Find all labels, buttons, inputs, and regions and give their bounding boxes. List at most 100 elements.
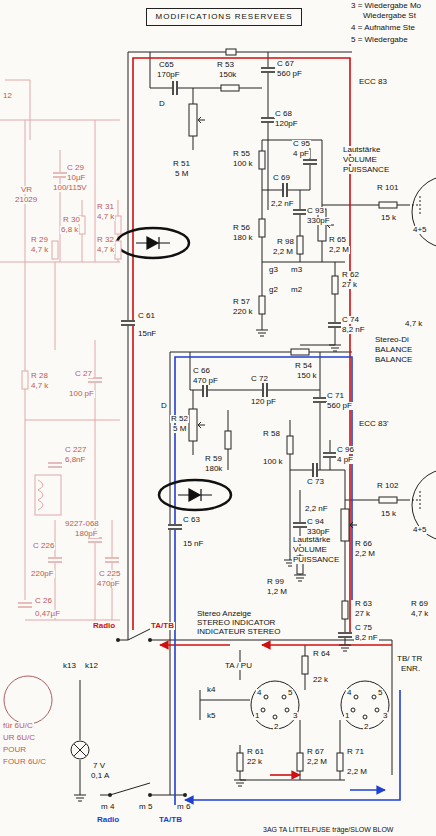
schematic-label: g2 [268, 286, 279, 294]
schematic-label: C 67 [276, 60, 295, 68]
schematic-label: 6,8 k [60, 226, 79, 234]
schematic-label: D [160, 402, 168, 410]
schematic-label: C 29 [66, 164, 85, 172]
schematic-label: C 71 [326, 392, 345, 400]
schematic-label: 4 [346, 689, 352, 697]
schematic-label: 1,2 M [266, 588, 288, 596]
schematic-label: 330pF [306, 217, 331, 225]
ground-symbol [339, 645, 351, 651]
signal-arrow [270, 774, 300, 776]
ground-symbol [256, 330, 268, 336]
schematic-label: TA/TB [158, 816, 183, 824]
schematic-label: m 6 [176, 803, 191, 811]
schematic-label: ENR. [400, 665, 421, 673]
schematic-label: 2,2 M [346, 768, 368, 776]
capacitor-symbol [168, 524, 182, 530]
resistor-symbol [237, 753, 243, 771]
schematic-label: C 74 [341, 316, 360, 324]
schematic-label: 5 [287, 689, 293, 697]
schematic-label: 4+5 [412, 526, 428, 534]
schematic-label: PUISSANCE [342, 166, 390, 174]
schematic-label: R 58 [262, 430, 281, 438]
schematic-label: 8,2 nF [354, 634, 379, 642]
capacitor-symbol [105, 557, 119, 563]
schematic-label: C 69 [272, 174, 291, 182]
wire [80, 52, 410, 795]
resistor-symbol [52, 241, 58, 259]
schematic-label: 15 k [380, 214, 397, 222]
schematic-label: k4 [206, 686, 216, 694]
schematic-label: m 5 [138, 803, 153, 811]
signal-arrow [350, 789, 385, 791]
schematic-label: TA/TB [150, 622, 175, 630]
schematic-label: ECC 83' [358, 420, 390, 428]
schematic-label: 2 [363, 723, 369, 731]
resistor-symbol [297, 753, 303, 771]
resistor-symbol [297, 236, 303, 254]
schematic-label: POUR [2, 746, 27, 754]
schematic-label: m3 [290, 266, 303, 274]
schematic-label: C 72 [250, 375, 269, 383]
title-box: MODIFICATIONS RESERVEES [146, 8, 302, 26]
schematic-label: 5 M [172, 425, 187, 433]
socket-pin [285, 708, 289, 712]
resistor-symbol [291, 349, 309, 355]
schematic-label: k12 [84, 662, 99, 670]
potentiometer-symbol [189, 104, 205, 136]
schematic-label: 2,2 M [328, 246, 350, 254]
schematic-label: 6,8nF [64, 456, 86, 464]
schematic-label: 3 = Wiedergabe Mo [350, 2, 422, 10]
schematic-label: C 73 [306, 478, 325, 486]
schematic-label: R 66 [354, 540, 373, 548]
capacitor-symbol [293, 209, 307, 215]
schematic-label: Stereo-Di [374, 336, 410, 344]
capacitor-symbol [53, 172, 67, 178]
ground-symbol [74, 795, 86, 801]
resistor-symbol [287, 436, 293, 454]
socket-pin [372, 695, 376, 699]
schematic-label: R 51 [172, 160, 191, 168]
schematic-label: für 6U/C [2, 722, 34, 730]
potentiometer-symbol [189, 409, 205, 441]
schematic-label: 4,7 k [96, 246, 115, 254]
schematic-label: R 53 [216, 61, 235, 69]
capacitor-symbol [323, 452, 337, 458]
schematic-label: TA / PU [224, 662, 253, 670]
schematic-label: 4+5 [412, 226, 428, 234]
schematic-label: R 98 [276, 238, 295, 246]
capacitor-symbol [312, 463, 318, 477]
schematic-label: C 93 [306, 207, 325, 215]
switch-contact [183, 793, 187, 797]
schematic-label: 4,7 k [30, 382, 49, 390]
capacitor-symbol [338, 632, 352, 638]
schematic-label: 2,2 M [272, 248, 294, 256]
resistor-symbol [342, 601, 348, 619]
schematic-label: k5 [206, 712, 216, 720]
schematic-label: Stereo Anzeige [196, 610, 252, 618]
ground-symbol [234, 780, 246, 786]
socket-pin [363, 715, 367, 719]
resistor-symbol [221, 85, 239, 91]
socket-pin [351, 708, 355, 712]
schematic-label: 150 k [296, 372, 318, 380]
signal-arrow [185, 690, 400, 800]
schematic-label: 7 V [92, 762, 106, 770]
schematic-label: 2,2 M [354, 550, 376, 558]
diode-symbol [117, 228, 231, 510]
resistor-symbol [259, 296, 265, 314]
socket-pin [354, 695, 358, 699]
resistor-symbol [115, 216, 121, 234]
schematic-label: ECC 83 [358, 78, 388, 86]
schematic-label: R 61 [246, 748, 265, 756]
capacitor-symbol [172, 81, 178, 95]
schematic-label: 4,7 k [410, 610, 429, 618]
signal-path [175, 357, 352, 805]
schematic-label: R 65 [328, 236, 347, 244]
schematic-label: 3AG TA LITTELFUSE träge/SLOW BLOW [262, 826, 394, 833]
schematic-label: C 227 [64, 446, 87, 454]
schematic-label: 22 k [312, 676, 329, 684]
schematic-label: C 27 [74, 370, 93, 378]
schematic-label: R 55 [232, 150, 251, 158]
schematic-label: k13 [62, 662, 77, 670]
capacitor-symbol [261, 67, 275, 73]
